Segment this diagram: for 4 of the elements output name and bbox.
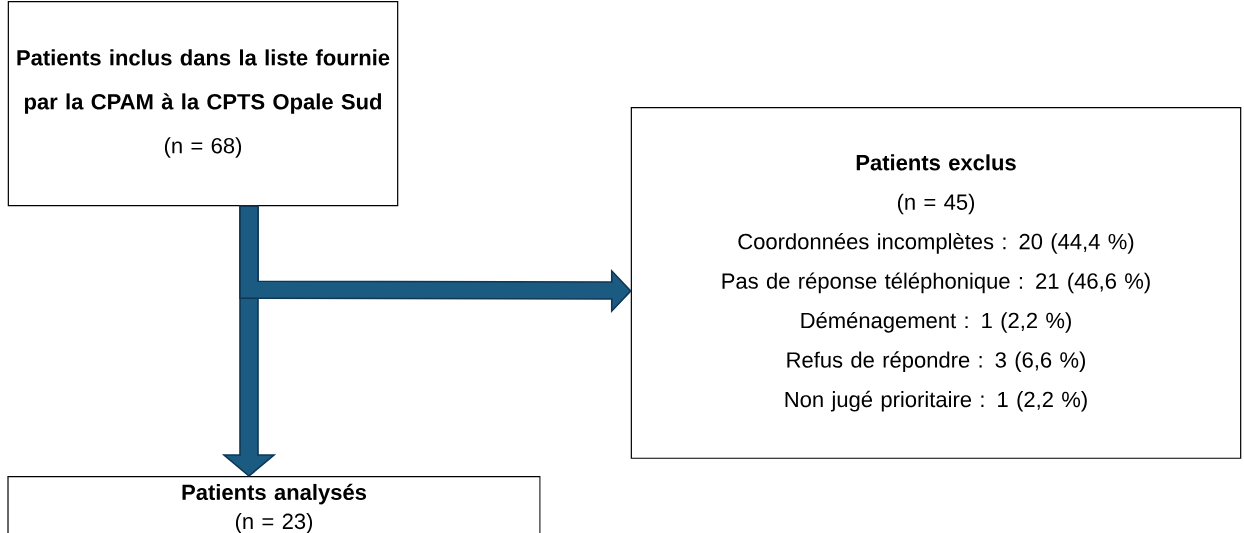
block-arrow bbox=[239, 205, 632, 313]
flow-box: Patients analysés (n = 23) bbox=[7, 476, 541, 533]
flow-box: Patients inclus dans la liste fournie par la CPAM à la CPTS Opale Sud (n = 68) bbox=[7, 1, 399, 207]
flow-box: Patients exclus (n = 45) Coordonnées incomplètes : 20 (44,4 %) Pas de réponse téléphonique : 21 (46,6 %) Déménagement : 1 (2,2 %) Refus de répondre : 3 (6,6 %) Non jugé prioritaire : 1 (2,2 %) bbox=[630, 107, 1242, 459]
